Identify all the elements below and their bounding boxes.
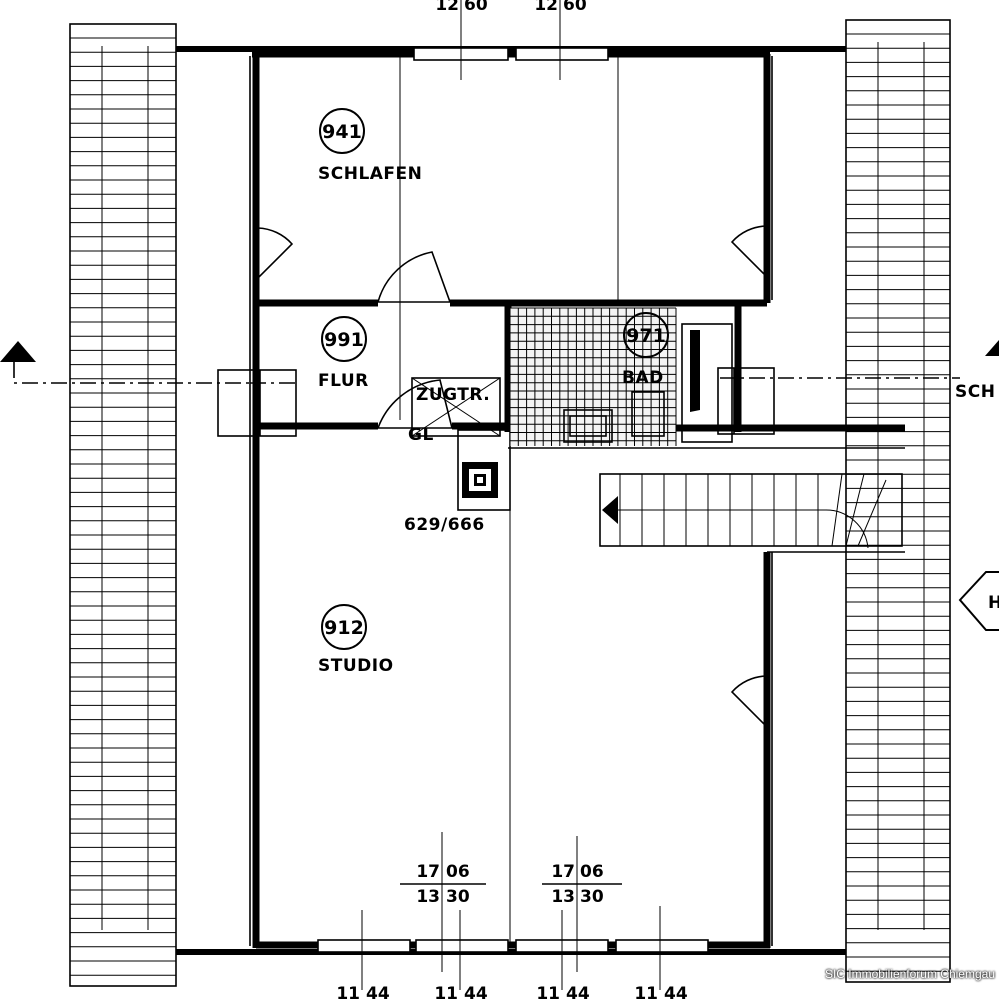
section-label-right: SCH (955, 382, 995, 402)
dim-part: 13 (416, 887, 440, 907)
attic-ladder (411, 377, 501, 437)
dim-part: 44 (366, 984, 390, 999)
section-arrow-left (0, 341, 36, 362)
dim-part: 60 (563, 0, 587, 15)
bath-tiles (509, 307, 733, 446)
dim-part: 44 (566, 984, 590, 999)
dim-part: 12 (534, 0, 558, 15)
zugtr-label: ZUGTR. (416, 385, 490, 405)
dim-part: 11 (336, 984, 360, 999)
room-991: 991 FLUR (318, 316, 369, 391)
dim-part: 12 (435, 0, 459, 15)
dim-cuts: 11 44 11 44 11 44 11 44 (336, 984, 688, 999)
room-941: 941 SCHLAFEN (318, 108, 422, 184)
dim-part: 11 (536, 984, 560, 999)
room-971: 971 BAD (622, 312, 669, 388)
dim-bottom-1: 17 06 13 30 (416, 862, 470, 907)
room-number: 991 (324, 329, 364, 351)
room-number: 971 (626, 325, 666, 347)
dim-part: 60 (464, 0, 488, 15)
watermark: SIC Immobilienforum Chiemgau (824, 967, 995, 981)
chimney-label: 629/666 (404, 515, 485, 535)
dim-top-1: 12 60 (435, 0, 488, 15)
gl-label: GL (408, 425, 434, 445)
marker-right: H (958, 571, 999, 631)
dim-bottom-2: 17 06 13 30 (551, 862, 604, 907)
roof-left (69, 23, 177, 987)
dim-part: 06 (580, 862, 604, 882)
dim-top-2: 12 60 (534, 0, 587, 15)
marker-right-label: H (988, 593, 999, 613)
dimension-lines (361, 0, 661, 990)
room-number: 941 (322, 121, 362, 143)
chimney (462, 462, 498, 498)
room-number: 912 (324, 617, 364, 639)
room-label: SCHLAFEN (318, 164, 422, 184)
dim-part: 13 (551, 887, 575, 907)
room-label: STUDIO (318, 656, 394, 676)
windows (217, 47, 775, 953)
dim-part: 11 (434, 984, 458, 999)
room-label: BAD (622, 368, 664, 388)
dim-part: 44 (664, 984, 688, 999)
room-912: 912 STUDIO (318, 604, 394, 676)
roof-right (845, 19, 951, 983)
staircase (599, 473, 903, 549)
dim-part: 30 (580, 887, 604, 907)
dim-part: 30 (446, 887, 470, 907)
room-label: FLUR (318, 371, 369, 391)
dim-part: 17 (416, 862, 440, 882)
section-axis (13, 362, 960, 384)
section-arrow-right (985, 340, 999, 356)
eave-lines (176, 46, 846, 955)
dim-part: 17 (551, 862, 575, 882)
walls (252, 50, 905, 949)
dim-part: 44 (464, 984, 488, 999)
dim-part: 11 (634, 984, 658, 999)
dim-part: 06 (446, 862, 470, 882)
